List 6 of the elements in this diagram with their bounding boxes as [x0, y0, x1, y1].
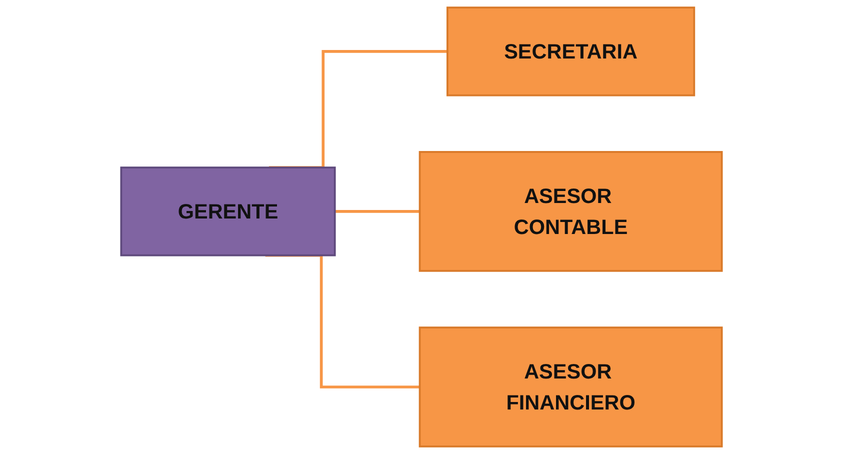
- connector: [334, 210, 420, 213]
- node-box: ASESOR CONTABLE: [418, 151, 723, 272]
- node-box: GERENTE: [120, 166, 336, 256]
- node-box: SECRETARIA: [446, 6, 696, 96]
- node-box: ASESOR FINANCIERO: [418, 326, 723, 448]
- connector: [268, 50, 448, 169]
